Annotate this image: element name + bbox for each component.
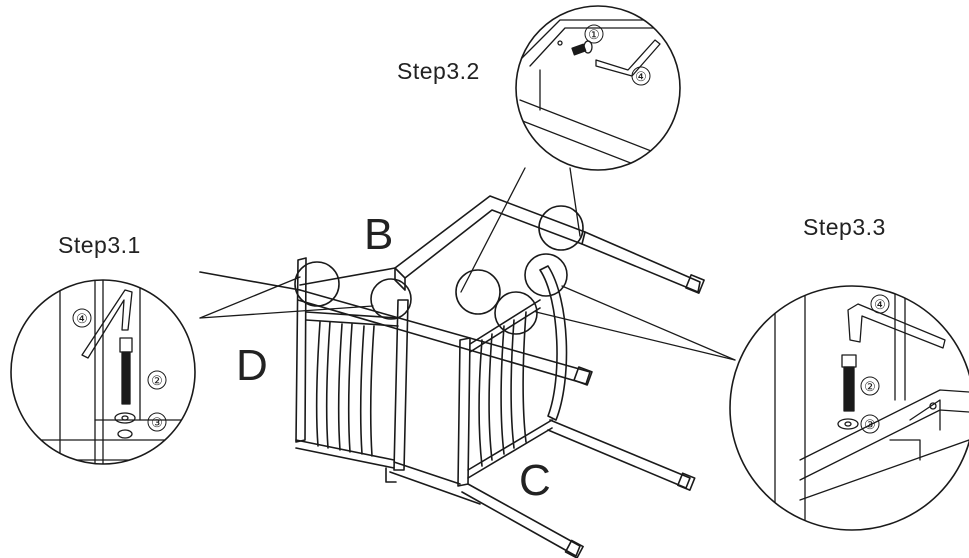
callout-3-right: ③	[864, 418, 876, 433]
callout-3-left: ③	[151, 416, 163, 431]
callout-4-right: ④	[874, 298, 886, 313]
callout-1-top: ①	[588, 28, 600, 43]
step-3-3-label: Step3.3	[803, 214, 886, 240]
detail-step-3-2	[515, 5, 681, 171]
chair-frame	[199, 195, 705, 558]
detail-step-3-1	[10, 279, 196, 465]
step-3-1-label: Step3.1	[58, 232, 141, 258]
leader-lines	[199, 167, 736, 361]
step-3-2-label: Step3.2	[397, 58, 480, 84]
callout-4-top: ④	[635, 70, 647, 85]
part-c-label: C	[519, 456, 551, 505]
part-b-label: B	[364, 210, 394, 259]
callout-4-left: ④	[76, 312, 88, 327]
detail-step-3-3	[729, 285, 969, 531]
callout-2-right: ②	[864, 380, 876, 395]
callout-2-left: ②	[151, 374, 163, 389]
part-d-label: D	[236, 341, 268, 390]
